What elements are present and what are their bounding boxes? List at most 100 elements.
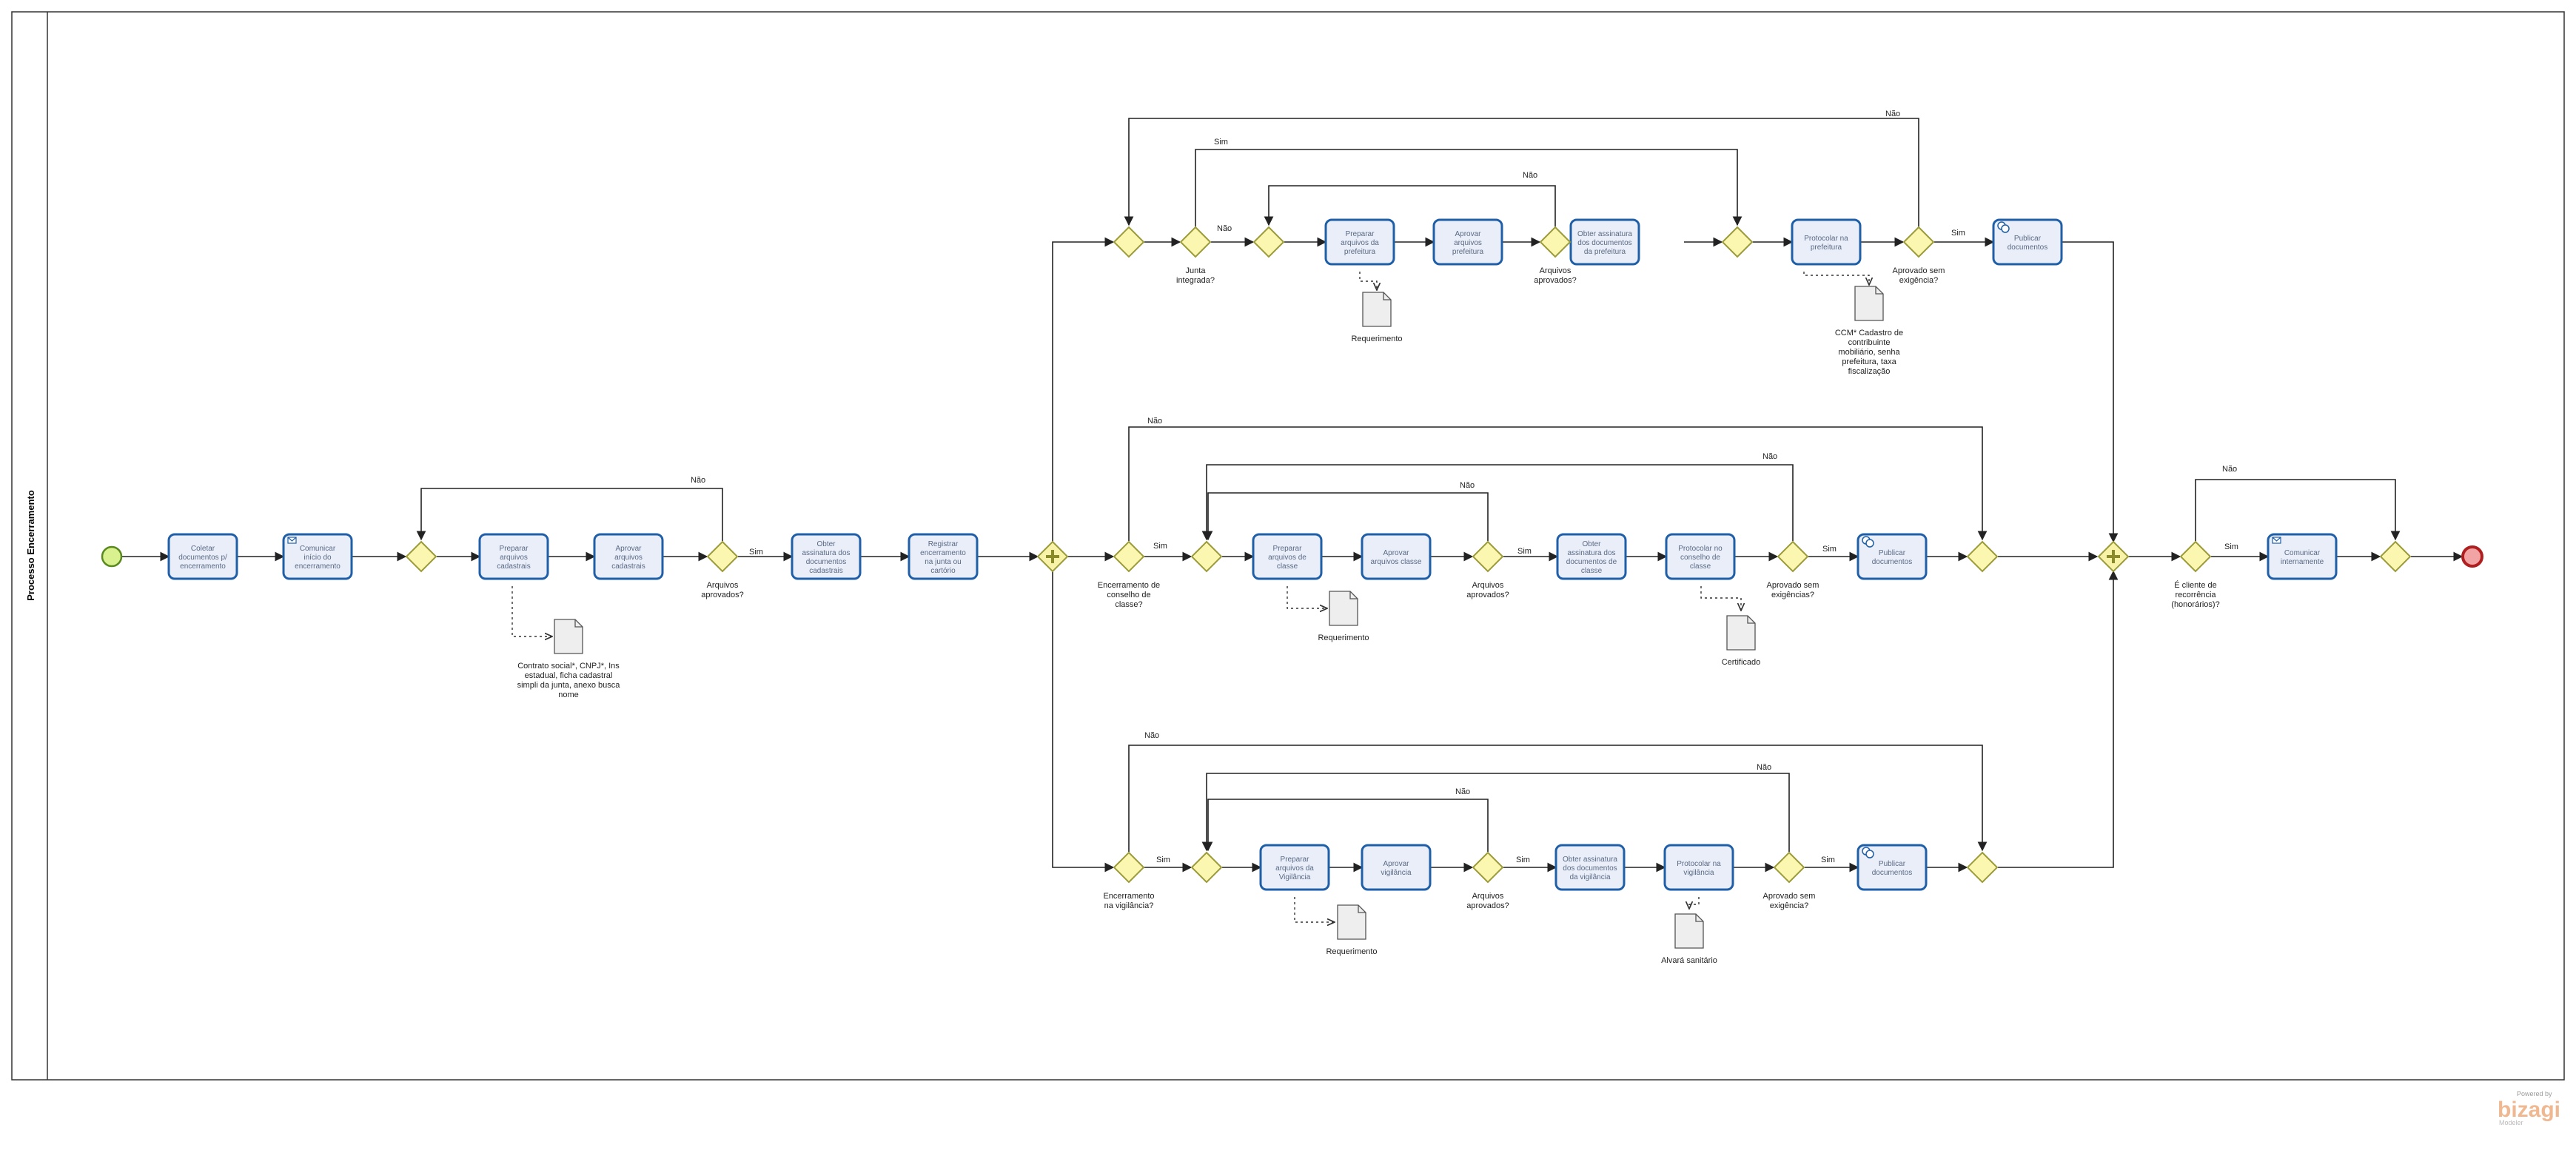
label-nao: Não <box>1144 731 1159 740</box>
start-event[interactable] <box>101 545 123 568</box>
associations <box>511 272 1869 922</box>
exclusive-gateway[interactable] <box>1252 226 1285 258</box>
data-object-label: Alvará sanitário <box>1661 956 1717 965</box>
label-nao: Não <box>1455 787 1470 796</box>
label-nao: Não <box>1147 417 1162 426</box>
label-sim: Sim <box>1156 856 1170 864</box>
label-nao: Não <box>691 476 705 485</box>
data-object[interactable]: Alvará sanitário <box>1661 913 1717 965</box>
exclusive-gateway[interactable] <box>1966 851 1999 884</box>
exclusive-gateway[interactable] <box>1190 851 1223 884</box>
watermark-modeler: Modeler <box>2499 1119 2523 1126</box>
envelope-icon <box>2272 537 2281 544</box>
label-sim: Sim <box>1821 856 1835 864</box>
label-nao: Não <box>1885 110 1900 118</box>
gear-icon <box>1997 221 2010 233</box>
parallel-gateway[interactable] <box>1036 540 1069 573</box>
exclusive-gateway[interactable] <box>1966 540 1999 573</box>
data-object[interactable]: Certificado <box>1722 615 1761 667</box>
label-sim: Sim <box>1214 138 1228 147</box>
envelope-icon <box>287 537 297 544</box>
data-object[interactable]: Requerimento <box>1351 292 1403 343</box>
label-sim: Sim <box>2224 542 2238 551</box>
exclusive-gateway[interactable] <box>1113 226 1145 258</box>
data-object[interactable]: Requerimento <box>1326 904 1378 956</box>
sequence-flows <box>121 118 2463 873</box>
exclusive-gateway[interactable] <box>2379 540 2412 573</box>
gear-icon <box>1862 847 1874 859</box>
data-object-label: Requerimento <box>1351 335 1402 343</box>
label-nao: Não <box>1757 763 1771 772</box>
pool-title: Processo Encerramento <box>25 490 36 601</box>
parallel-gateway[interactable] <box>2097 540 2130 573</box>
end-event[interactable] <box>2461 545 2483 568</box>
exclusive-gateway[interactable] <box>405 540 437 573</box>
label-sim: Sim <box>1517 547 1532 556</box>
label-sim: Sim <box>1153 542 1167 551</box>
exclusive-gateway[interactable] <box>1721 226 1754 258</box>
exclusive-gateway[interactable] <box>1190 540 1223 573</box>
data-object[interactable]: Requerimento <box>1318 591 1369 642</box>
label-sim: Sim <box>1951 229 1965 238</box>
